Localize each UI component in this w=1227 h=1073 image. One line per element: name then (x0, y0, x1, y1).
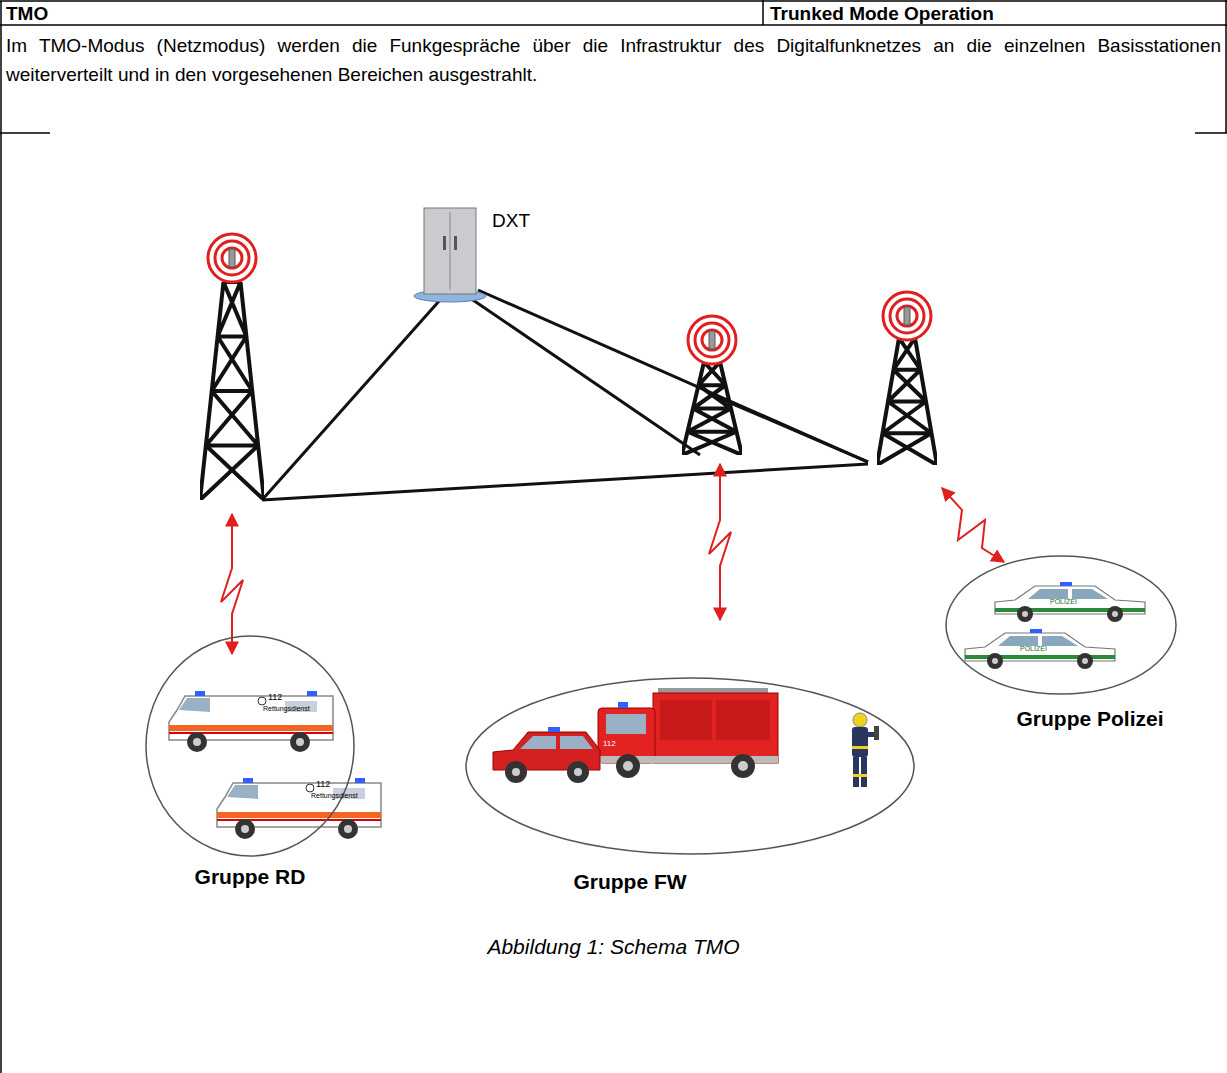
switching-center: DXT (420, 206, 480, 302)
group-label: Gruppe Polizei (1016, 707, 1163, 731)
figure-caption: Abbildung 1: Schema TMO (0, 935, 1227, 959)
group-outline (945, 555, 1177, 695)
group-label: Gruppe FW (573, 870, 686, 894)
description-text-box: Im TMO-Modus (Netzmodus) werden die Funk… (6, 31, 1221, 89)
table-header: TMO (6, 2, 48, 25)
vehicle-lettering-box: Rettungsdienst (311, 792, 358, 800)
vehicle-lettering: POLIZEI (1050, 598, 1077, 606)
group-outline (145, 635, 355, 857)
group-label: Gruppe RD (195, 865, 306, 889)
group-ellipse: Gruppe FW (465, 677, 915, 855)
vehicle-lettering: POLIZEI (1020, 645, 1047, 653)
command-car-icon (493, 727, 600, 783)
vehicle-number-box: 112 (316, 779, 330, 790)
fire-truck-icon (598, 688, 778, 778)
group-label: DXT (492, 210, 530, 232)
group-ellipse: Gruppe Polizei (945, 555, 1177, 695)
vehicle-number-box: 112 (268, 692, 282, 703)
network-line (262, 290, 868, 500)
base-station (200, 234, 937, 500)
vehicle-lettering: Rettungsdienst (311, 792, 358, 800)
vehicle-number: 112 (268, 692, 282, 703)
table-header-box: Trunked Mode Operation (770, 2, 994, 25)
vehicle-number: 112 (603, 739, 616, 749)
vehicle-lettering-box: Rettungsdienst (263, 705, 310, 713)
firefighter-icon (852, 713, 879, 787)
caption-box: Abbildung 1: Schema TMO (0, 935, 1227, 959)
server-cabinet (420, 206, 480, 302)
description-text: Im TMO-Modus (Netzmodus) werden die Funk… (6, 31, 1221, 89)
vehicle-number-box: 112 (603, 739, 616, 749)
vehicle-lettering: Rettungsdienst (263, 705, 310, 713)
radio-link (221, 464, 1004, 654)
table-header: Trunked Mode Operation (770, 2, 994, 25)
vehicle-lettering-box: POLIZEI (1020, 645, 1047, 653)
vehicle-lettering-box: POLIZEI (1050, 598, 1077, 606)
police-car-icon (965, 582, 1145, 669)
group-outline (465, 677, 915, 855)
vehicle-number: 112 (316, 779, 330, 790)
table-header-box: TMO (6, 2, 48, 25)
group-ellipse: Gruppe RD (145, 635, 355, 857)
